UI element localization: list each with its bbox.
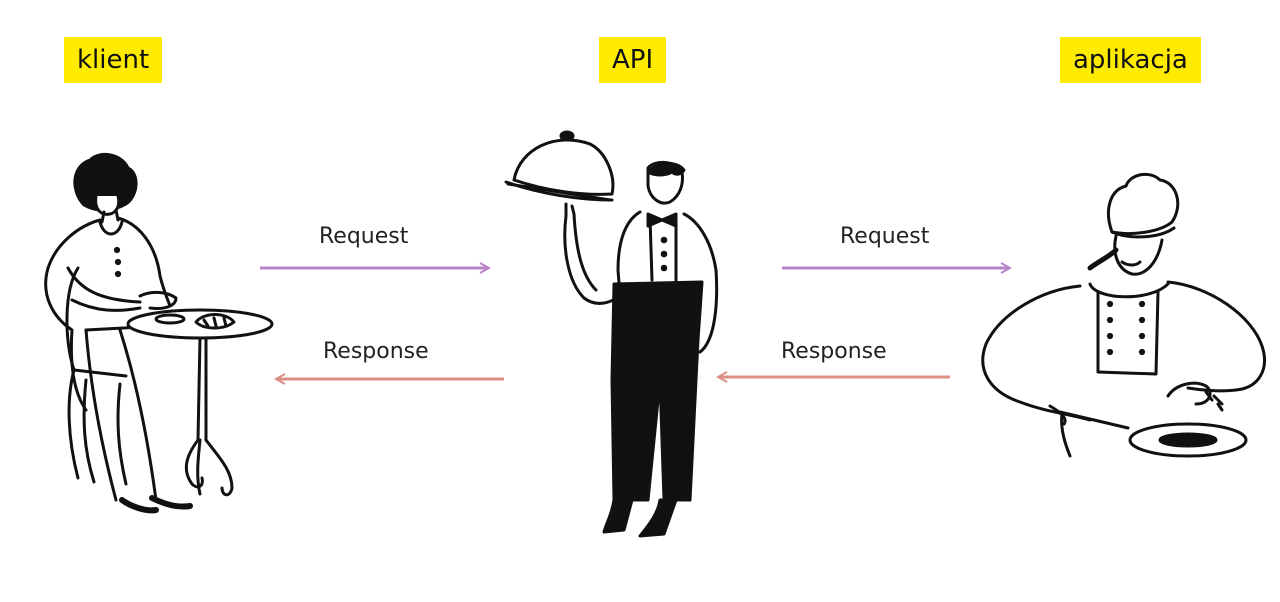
app-request-label: Request: [840, 224, 930, 249]
seated-woman-at-cafe-table-illustration: [44, 152, 274, 514]
api-tag: API: [599, 37, 667, 83]
chef-with-frying-pan-illustration: [981, 172, 1266, 458]
app-tag: aplikacja: [1060, 37, 1201, 83]
app-response-label: Response: [781, 339, 887, 364]
client-tag: klient: [64, 37, 163, 83]
client-response-label: Response: [323, 339, 429, 364]
waiter-with-cloche-illustration: [504, 130, 719, 538]
client-request-label: Request: [319, 224, 409, 249]
